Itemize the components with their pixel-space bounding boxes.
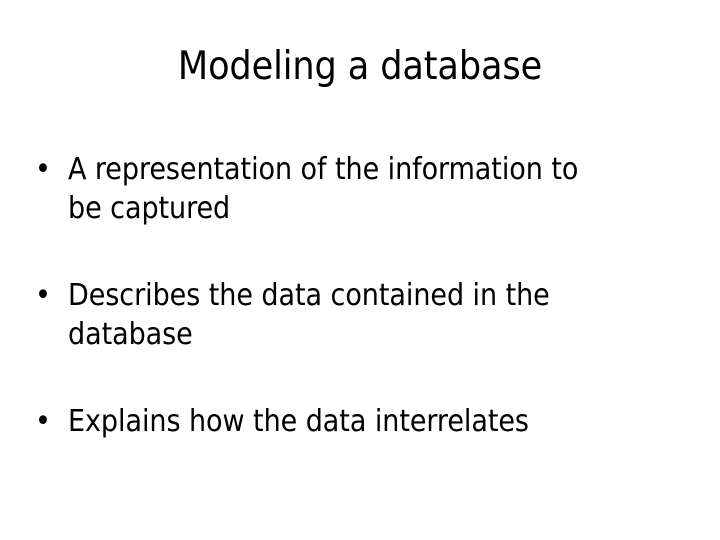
slide-title: Modeling a database (177, 44, 543, 89)
slide-body-bullet-list: • A representation of the information to… (28, 150, 676, 441)
bullet-item-2-line-1: Describes the data contained in the (68, 278, 550, 313)
bullet-item-1-line-1: A representation of the information to (68, 152, 579, 187)
bullet-item-1: • A representation of the information to… (28, 150, 676, 228)
bullet-item-2-line-2: database (68, 317, 193, 352)
bullet-dot-icon: • (35, 404, 51, 439)
bullet-item-2: • Describes the data contained in the da… (28, 276, 676, 354)
bullet-item-3-line-1: Explains how the data interrelates (68, 404, 529, 439)
bullet-item-3: • Explains how the data interrelates (28, 402, 676, 441)
bullet-dot-icon: • (35, 152, 51, 187)
bullet-dot-icon: • (35, 278, 51, 313)
bullet-item-1-line-2: be captured (68, 191, 231, 226)
